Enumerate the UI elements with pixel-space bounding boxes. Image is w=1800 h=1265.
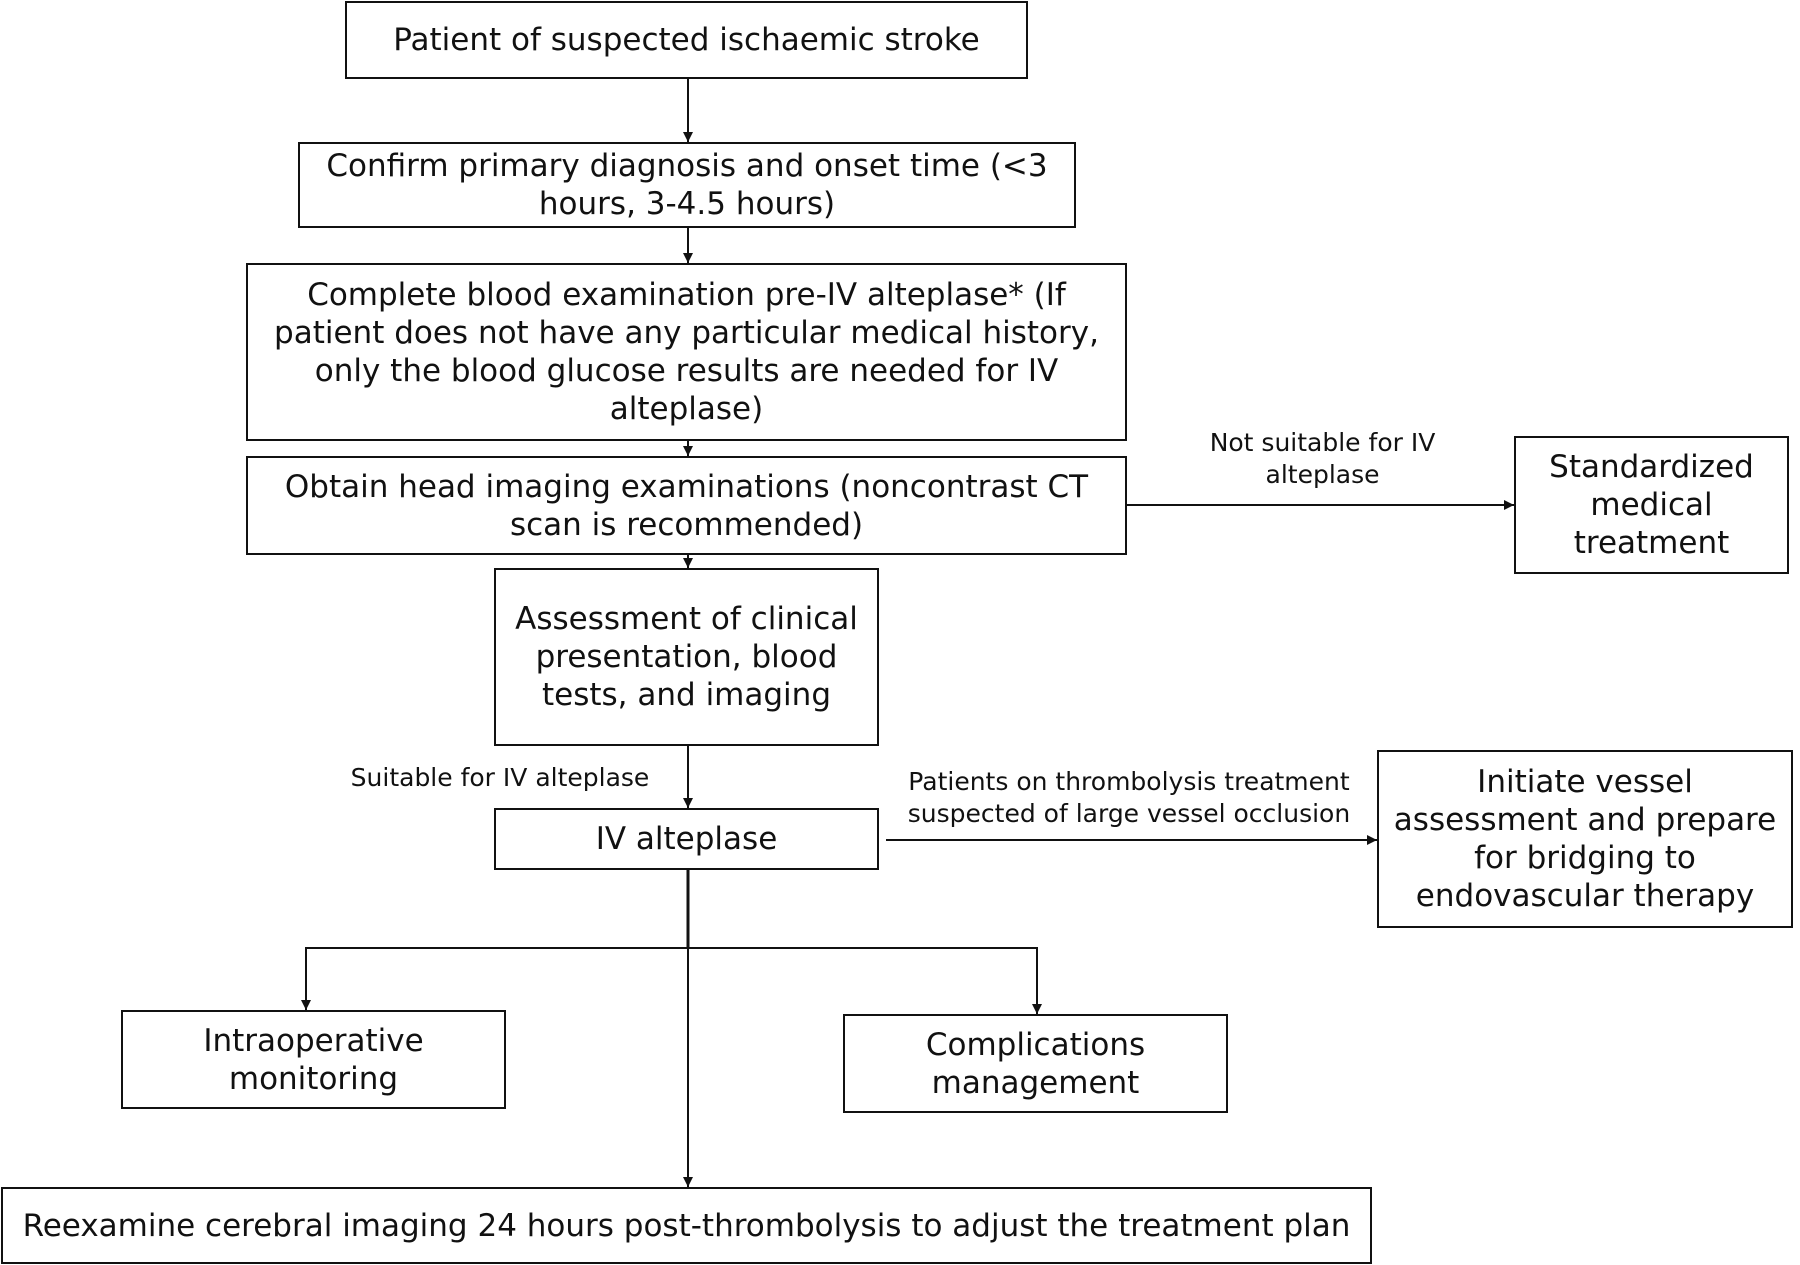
node-assessment: Assessment of clinical presentation, blo… bbox=[494, 568, 879, 746]
node-intraoperative-monitoring: Intraoperative monitoring bbox=[121, 1010, 506, 1109]
edge-label-not-suitable: Not suitable for IV alteplase bbox=[1209, 428, 1436, 489]
node-iv-alteplase-text: IV alteplase bbox=[595, 821, 778, 857]
edge-label-large-vessel-occlusion: Patients on thrombolysis treatment suspe… bbox=[907, 767, 1351, 828]
node-vessel-assessment-text: Initiate vessel assessment and prepare f… bbox=[1393, 764, 1777, 914]
node-blood-examination: Complete blood examination pre-IV altepl… bbox=[246, 263, 1127, 441]
node-confirm-diagnosis-text: Confirm primary diagnosis and onset time… bbox=[326, 148, 1048, 222]
node-blood-examination-text: Complete blood examination pre-IV altepl… bbox=[274, 277, 1099, 427]
arrow-branch-to-complications bbox=[688, 947, 1042, 1014]
node-head-imaging-text: Obtain head imaging examinations (noncon… bbox=[284, 468, 1089, 543]
node-suspected-stroke: Patient of suspected ischaemic stroke bbox=[345, 1, 1028, 79]
node-vessel-assessment: Initiate vessel assessment and prepare f… bbox=[1377, 750, 1793, 928]
node-suspected-stroke-text: Patient of suspected ischaemic stroke bbox=[393, 22, 980, 58]
node-head-imaging: Obtain head imaging examinations (noncon… bbox=[246, 456, 1127, 555]
node-complications-management: Complications management bbox=[843, 1014, 1228, 1113]
node-reexamine-imaging-text: Reexamine cerebral imaging 24 hours post… bbox=[22, 1207, 1351, 1244]
arrow-branch-to-intraop bbox=[301, 947, 688, 1010]
node-standardized-treatment: Standardized medical treatment bbox=[1514, 436, 1789, 574]
node-reexamine-imaging: Reexamine cerebral imaging 24 hours post… bbox=[1, 1187, 1372, 1264]
node-iv-alteplase: IV alteplase bbox=[494, 808, 879, 870]
node-standardized-treatment-text: Standardized medical treatment bbox=[1549, 449, 1754, 561]
node-assessment-text: Assessment of clinical presentation, blo… bbox=[515, 601, 858, 713]
edge-label-suitable: Suitable for IV alteplase bbox=[350, 763, 650, 792]
node-confirm-diagnosis: Confirm primary diagnosis and onset time… bbox=[298, 142, 1076, 228]
node-intraoperative-monitoring-text: Intraoperative monitoring bbox=[203, 1022, 424, 1097]
node-complications-management-text: Complications management bbox=[925, 1026, 1146, 1101]
